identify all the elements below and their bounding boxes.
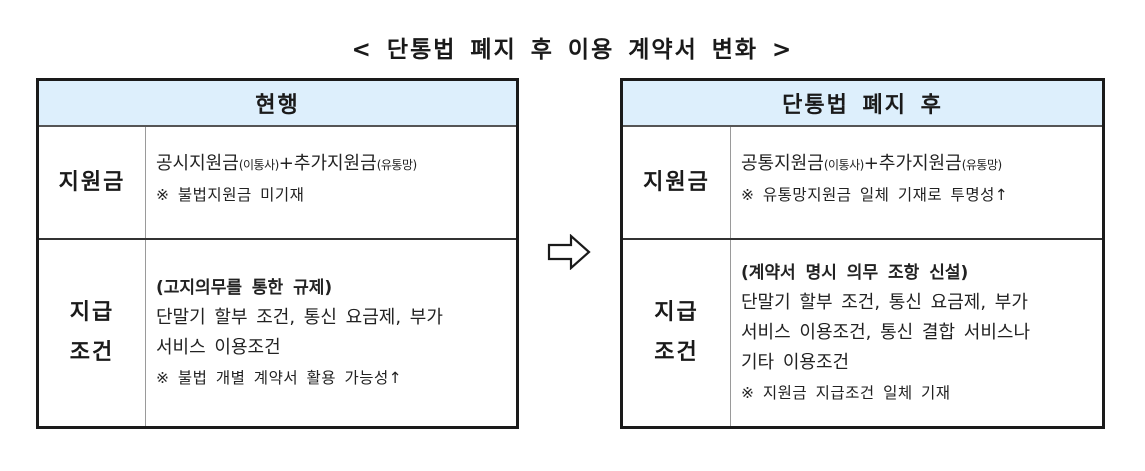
label-line: 지급 (69, 300, 115, 325)
formula-part: 공통지원금 (741, 153, 824, 174)
label-line: 조건 (69, 340, 115, 365)
label-line: 지원금 (58, 169, 126, 195)
current-contract-table: 현행 지원금 공시지원금(이통사)+추가지원금(유통망) ※ 불법지원금 미기재… (36, 78, 519, 429)
formula-part: (유통망) (961, 158, 1002, 172)
after-repeal-contract-table: 단통법 폐지 후 지원금 공통지원금(이통사)+추가지원금(유통망) ※ 유통망… (620, 78, 1105, 429)
conditions-body-line: 서비스 이용조건 (156, 337, 281, 358)
current-conditions-label: 지급 조건 (39, 240, 146, 426)
label-line: 조건 (654, 340, 699, 365)
after-conditions-content: (계약서 명시 의무 조항 신설) 단말기 할부 조건, 통신 요금제, 부가 … (731, 240, 1102, 426)
conditions-body-line: 기타 이용조건 (741, 352, 850, 373)
after-conditions-row: 지급 조건 (계약서 명시 의무 조항 신설) 단말기 할부 조건, 통신 요금… (623, 240, 1102, 426)
after-table-header: 단통법 폐지 후 (623, 81, 1102, 127)
conditions-heading: (계약서 명시 의무 조항 신설) (741, 263, 969, 283)
current-conditions-content: (고지의무를 통한 규제) 단말기 할부 조건, 통신 요금제, 부가 서비스 … (146, 240, 516, 426)
conditions-note: ※ 지원금 지급조건 일체 기재 (741, 384, 951, 402)
subsidy-note: ※ 불법지원금 미기재 (156, 186, 305, 204)
right-arrow-outline-icon (547, 234, 591, 270)
current-subsidy-label: 지원금 (39, 127, 146, 238)
current-conditions-row: 지급 조건 (고지의무를 통한 규제) 단말기 할부 조건, 통신 요금제, 부… (39, 240, 516, 426)
page-title: < 단통법 폐지 후 이용 계약서 변화 > (351, 37, 794, 63)
current-subsidy-content: 공시지원금(이통사)+추가지원금(유통망) ※ 불법지원금 미기재 (146, 127, 516, 238)
formula-part: 공시지원금 (156, 153, 239, 174)
current-subsidy-row: 지원금 공시지원금(이통사)+추가지원금(유통망) ※ 불법지원금 미기재 (39, 127, 516, 240)
conditions-body-line: 단말기 할부 조건, 통신 요금제, 부가 (156, 307, 443, 328)
conditions-heading: (고지의무를 통한 규제) (156, 278, 333, 298)
subsidy-note: ※ 유통망지원금 일체 기재로 투명성↑ (741, 186, 1009, 204)
formula-part: (이통사) (238, 158, 279, 172)
subsidy-formula: 공통지원금(이통사)+추가지원금(유통망) (741, 149, 1102, 180)
subsidy-formula: 공시지원금(이통사)+추가지원금(유통망) (156, 149, 516, 180)
formula-part: +추가지원금 (278, 153, 377, 174)
formula-part: (유통망) (376, 158, 417, 172)
current-table-header: 현행 (39, 81, 516, 127)
conditions-note: ※ 불법 개별 계약서 활용 가능성↑ (156, 369, 403, 387)
formula-part: +추가지원금 (863, 153, 962, 174)
conditions-body-line: 단말기 할부 조건, 통신 요금제, 부가 (741, 292, 1028, 313)
after-subsidy-row: 지원금 공통지원금(이통사)+추가지원금(유통망) ※ 유통망지원금 일체 기재… (623, 127, 1102, 240)
after-conditions-label: 지급 조건 (623, 240, 731, 426)
after-subsidy-content: 공통지원금(이통사)+추가지원금(유통망) ※ 유통망지원금 일체 기재로 투명… (731, 127, 1102, 238)
label-line: 지급 (654, 300, 699, 325)
conditions-body-line: 서비스 이용조건, 통신 결합 서비스나 (741, 322, 1031, 343)
formula-part: (이통사) (823, 158, 864, 172)
label-line: 지원금 (643, 169, 710, 195)
after-subsidy-label: 지원금 (623, 127, 731, 238)
